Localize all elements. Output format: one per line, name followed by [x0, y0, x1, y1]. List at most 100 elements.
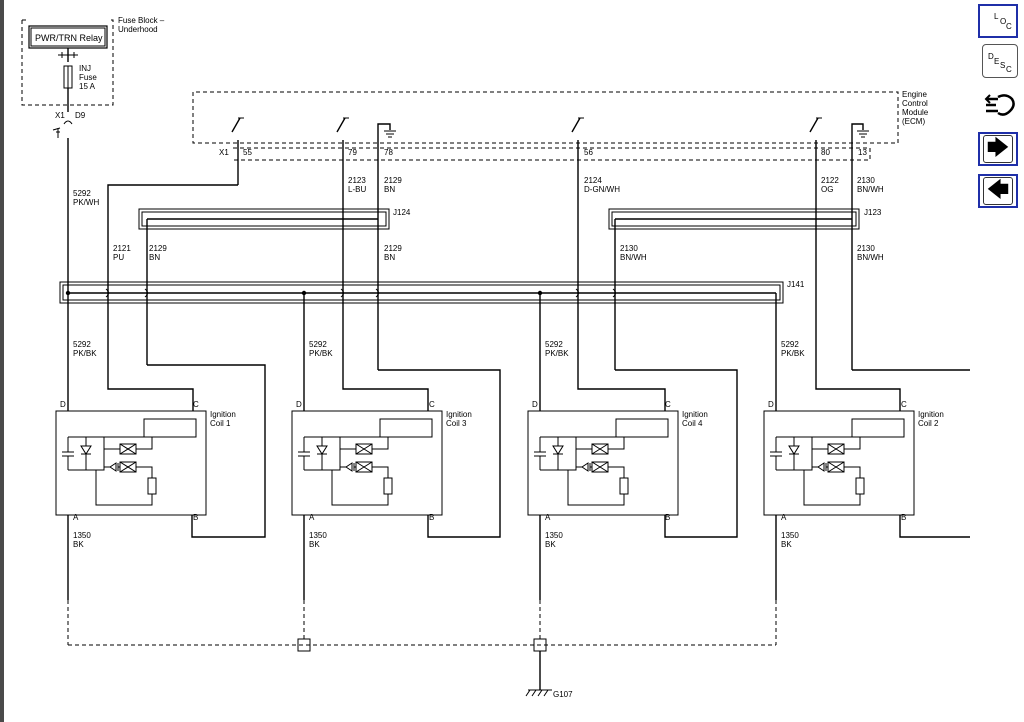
wire-2122: 2122	[821, 176, 839, 185]
ecm-pin-56: 56	[584, 148, 593, 157]
coil-pin-d: D	[60, 400, 66, 409]
coil-name-2: Coil 2	[918, 419, 939, 428]
coil-name-1: Ignition	[210, 410, 236, 419]
wire-2129b-color: BN	[149, 253, 160, 262]
ecm-label-4: (ECM)	[902, 117, 925, 126]
arrow-right-icon: 🡆	[986, 136, 1010, 161]
coil-pin-b: B	[901, 513, 906, 522]
connector-icon	[984, 94, 1015, 116]
wiring-diagram: Fuse Block – Underhood PWR/TRN Relay INJ…	[21, 16, 970, 699]
ecm-switch-55	[231, 117, 244, 185]
svg-text:J123: J123	[864, 208, 882, 217]
coil-pin-a: A	[545, 513, 551, 522]
fuse-block: Fuse Block – Underhood PWR/TRN Relay INJ…	[21, 16, 165, 138]
wire-labels-top: 5292 PK/WH 2123 L-BU 2129 BN 2124 D-GN/W…	[73, 176, 884, 262]
coil-pin-d: D	[296, 400, 302, 409]
wire-2129b: 2129	[149, 244, 167, 253]
svg-text:5292: 5292	[545, 340, 563, 349]
svg-text:PK/BK: PK/BK	[309, 349, 333, 358]
svg-text:PK/BK: PK/BK	[545, 349, 569, 358]
coil-pin-b: B	[429, 513, 434, 522]
coil-name-1: Ignition	[918, 410, 944, 419]
wire-2130a: 2130	[857, 176, 875, 185]
wire-2129c-color: BN	[384, 253, 395, 262]
svg-text:1350: 1350	[73, 531, 91, 540]
next-page-button[interactable]: 🡆	[978, 132, 1018, 166]
fuse-conn: X1	[55, 111, 65, 120]
coil-pin-d: D	[532, 400, 538, 409]
wire-2130b: 2130	[620, 244, 638, 253]
coil-pin-c: C	[429, 400, 435, 409]
wire-labels-coils: 5292 PK/BK 5292 PK/BK 5292 PK/BK 5292 PK…	[73, 340, 805, 549]
svg-text:BK: BK	[545, 540, 556, 549]
main-wiring: G107	[65, 138, 970, 699]
ecm-switch-56	[571, 117, 584, 290]
svg-text:5292: 5292	[73, 340, 91, 349]
svg-text:BK: BK	[309, 540, 320, 549]
svg-text:5292: 5292	[781, 340, 799, 349]
ecm-pin-80: 80	[821, 148, 830, 157]
coil-pin-b: B	[665, 513, 670, 522]
coil-pin-a: A	[309, 513, 315, 522]
svg-text:J124: J124	[393, 208, 411, 217]
fuse-block-title-2: Underhood	[118, 25, 158, 34]
coil-pin-c: C	[901, 400, 907, 409]
wire-5292-pkwh: 5292	[73, 189, 91, 198]
ground-label: G107	[553, 690, 573, 699]
coil-name-2: Coil 3	[446, 419, 467, 428]
svg-text:PK/BK: PK/BK	[781, 349, 805, 358]
splice-j141: J141	[59, 280, 805, 304]
wire-2130b-color: BN/WH	[620, 253, 647, 262]
wire-2130c-color: BN/WH	[857, 253, 884, 262]
svg-text:5292: 5292	[309, 340, 327, 349]
ecm-pin-78: 78	[384, 148, 393, 157]
ecm-label-2: Control	[902, 99, 928, 108]
wire-2122-color: OG	[821, 185, 833, 194]
coil-name-1: Ignition	[446, 410, 472, 419]
coil-pin-d: D	[768, 400, 774, 409]
fuse-block-title: Fuse Block –	[118, 16, 165, 25]
coil-pin-c: C	[665, 400, 671, 409]
fuse-label-1: INJ	[79, 64, 91, 73]
relay-label: PWR/TRN Relay	[35, 33, 103, 43]
wire-2130a-color: BN/WH	[857, 185, 884, 194]
ecm-ground-13	[851, 123, 869, 218]
wire-5292-pkwh-color: PK/WH	[73, 198, 99, 207]
ecm-label-1: Engine	[902, 90, 927, 99]
wire-2121: 2121	[113, 244, 131, 253]
left-edge-bar	[0, 0, 4, 722]
location-button[interactable]: L O C	[978, 4, 1018, 38]
ecm-pin-79: 79	[348, 148, 357, 157]
splice-j124: J124	[138, 208, 411, 230]
ecm-label-3: Module	[902, 108, 929, 117]
description-icon: D E S C	[988, 52, 1012, 74]
svg-text:BK: BK	[73, 540, 84, 549]
ground-g107-symbol	[525, 689, 552, 697]
description-button[interactable]: D E S C	[982, 44, 1018, 78]
svg-text:PK/BK: PK/BK	[73, 349, 97, 358]
splice-j123: J123	[608, 208, 882, 230]
coil-name-1: Ignition	[682, 410, 708, 419]
ecm-ground-78	[377, 123, 396, 218]
coil-pin-b: B	[193, 513, 198, 522]
wire-2130c: 2130	[857, 244, 875, 253]
previous-page-button[interactable]: 🡄	[978, 174, 1018, 208]
ecm-switch-80	[809, 117, 822, 290]
wire-2129c: 2129	[384, 244, 402, 253]
coil-name-2: Coil 1	[210, 419, 231, 428]
wire-2123: 2123	[348, 176, 366, 185]
fuse-label-2: Fuse	[79, 73, 97, 82]
location-icon: L O C	[994, 12, 1012, 31]
svg-text:1350: 1350	[309, 531, 327, 540]
ecm-pin-13: 13	[858, 148, 867, 157]
wire-2129a-color: BN	[384, 185, 395, 194]
wire-2124: 2124	[584, 176, 602, 185]
connector-view-button[interactable]	[980, 88, 1020, 122]
arrow-left-icon: 🡄	[986, 178, 1010, 203]
wire-2123-color: L-BU	[348, 185, 366, 194]
coil-pin-a: A	[781, 513, 787, 522]
